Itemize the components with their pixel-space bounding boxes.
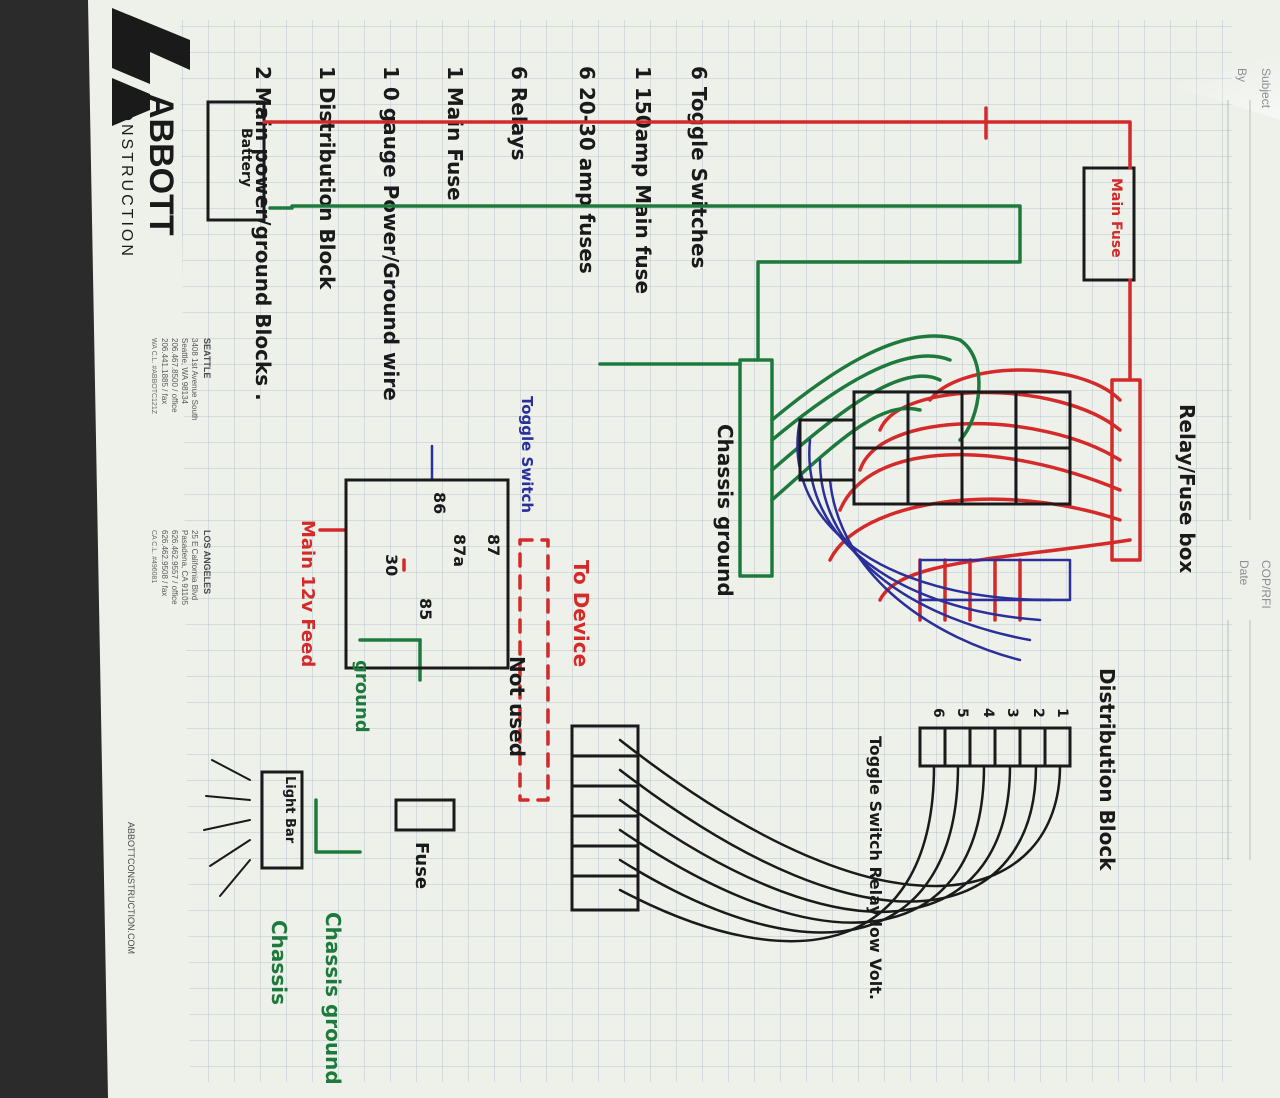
- switch-wires: [344, 418, 1072, 662]
- dist-num-3: 3: [1004, 708, 1020, 718]
- parts-item-4: 6 Relays: [507, 66, 531, 161]
- seattle-city: SEATTLE: [202, 338, 212, 378]
- dist-num-5: 5: [954, 708, 970, 718]
- not-used-label: Not used: [505, 656, 529, 757]
- la-line-4: 626.462.9508 / fax: [160, 530, 169, 596]
- brand-sub: CONSTRUCTION: [118, 94, 135, 259]
- logo-mark-top: [112, 8, 190, 84]
- distribution-block: [918, 726, 1072, 768]
- ground-wires: [268, 204, 1022, 854]
- la-line-1: 25 E California Blvd: [190, 530, 199, 600]
- parts-item-5: 1 Main Fuse: [443, 66, 467, 201]
- inline-fuse: Fuse: [394, 798, 456, 889]
- dist-num-6: 6: [930, 708, 946, 718]
- light-bar: Light Bar: [203, 759, 304, 897]
- pin-87a: 87a: [450, 534, 469, 567]
- brand-website: ABBOTTCONSTRUCTION.COM: [126, 822, 136, 954]
- office-los-angeles: LOS ANGELES 25 E California Blvd Pasaden…: [150, 530, 212, 606]
- form-header: Subject By COP/RFI Date: [1227, 68, 1273, 860]
- device-block: [570, 724, 640, 912]
- parts-item-2: 1 150amp Main fuse: [631, 66, 655, 294]
- la-line-5: CA C.L. #496081: [150, 530, 157, 583]
- parts-item-3: 6 20-30 amp fuses: [575, 66, 599, 274]
- subject-label: Subject: [1259, 68, 1273, 109]
- parts-item-7: 1 Distribution Block: [315, 66, 339, 290]
- logo-mark-bottom: [112, 78, 150, 126]
- toggle-switch-label: Toggle Switch: [518, 396, 536, 513]
- to-device-label: To Device: [569, 560, 593, 667]
- main-fuse-label: Main Fuse: [1108, 178, 1124, 258]
- main-12v-label: Main 12v Feed: [297, 520, 318, 667]
- brand-name: ABBOTT: [142, 94, 180, 236]
- relay-fuse-box: [798, 390, 1072, 506]
- dist-num-4: 4: [980, 708, 996, 718]
- parts-item-6: 1 0 gauge Power/Ground wire: [379, 66, 403, 401]
- seattle-line-1: 3408 1st Avenue South: [190, 338, 199, 421]
- ground-label: ground: [351, 660, 372, 733]
- pin-87: 87: [484, 534, 503, 556]
- pin-30: 30: [382, 554, 401, 576]
- battery: Battery: [206, 100, 266, 222]
- chassis-green-label: Chassis: [267, 920, 291, 1005]
- main-fuse: Main Fuse: [1082, 166, 1136, 282]
- by-label: By: [1235, 68, 1249, 82]
- la-line-2: Pasadena, CA 91105: [180, 530, 189, 606]
- light-bar-label: Light Bar: [282, 776, 297, 844]
- office-seattle: SEATTLE 3408 1st Avenue South Seattle, W…: [150, 338, 212, 421]
- pin-85: 85: [416, 598, 435, 620]
- la-line-3: 626.462.9557 / office: [170, 530, 179, 605]
- relay-detail: 87 87a 86 30 85: [344, 478, 510, 670]
- cop-rfi-label: COP/RFI: [1259, 560, 1273, 609]
- fuse-label: Fuse: [411, 842, 432, 889]
- toggle-note-label: Toggle Switch Relay low Volt.: [866, 736, 885, 1000]
- seattle-line-5: WA C.L. #ABBOTC121Z: [150, 338, 157, 415]
- seattle-line-4: 206.441.1885 / fax: [160, 338, 169, 404]
- parts-item-1: 6 Toggle Switches: [687, 66, 711, 268]
- parts-list: 6 Toggle Switches 1 150amp Main fuse 6 2…: [251, 66, 711, 401]
- output-wires: [618, 738, 1062, 943]
- date-label: Date: [1237, 560, 1251, 586]
- battery-label: Battery: [238, 128, 254, 187]
- dist-num-2: 2: [1030, 708, 1046, 718]
- dist-num-1: 1: [1054, 708, 1070, 718]
- power-wires: [262, 106, 1142, 802]
- distribution-block-label: Distribution Block: [1095, 668, 1119, 871]
- chassis-ground-label: Chassis ground: [713, 424, 737, 597]
- light-rays: [203, 759, 251, 897]
- paper-sheet: [88, 0, 1280, 1098]
- seattle-line-2: Seattle, WA 98134: [180, 338, 189, 405]
- chassis-ground-right-label: Chassis ground: [321, 912, 345, 1085]
- relay-fuse-box-label: Relay/Fuse box: [1175, 404, 1199, 573]
- pin-86: 86: [430, 492, 449, 514]
- distribution-numbers: 1 2 3 4 5 6: [930, 708, 1070, 718]
- la-city: LOS ANGELES: [202, 530, 212, 594]
- abbott-logo: ABBOTT CONSTRUCTION: [112, 8, 190, 259]
- seattle-line-3: 206.467.8500 / office: [170, 338, 179, 413]
